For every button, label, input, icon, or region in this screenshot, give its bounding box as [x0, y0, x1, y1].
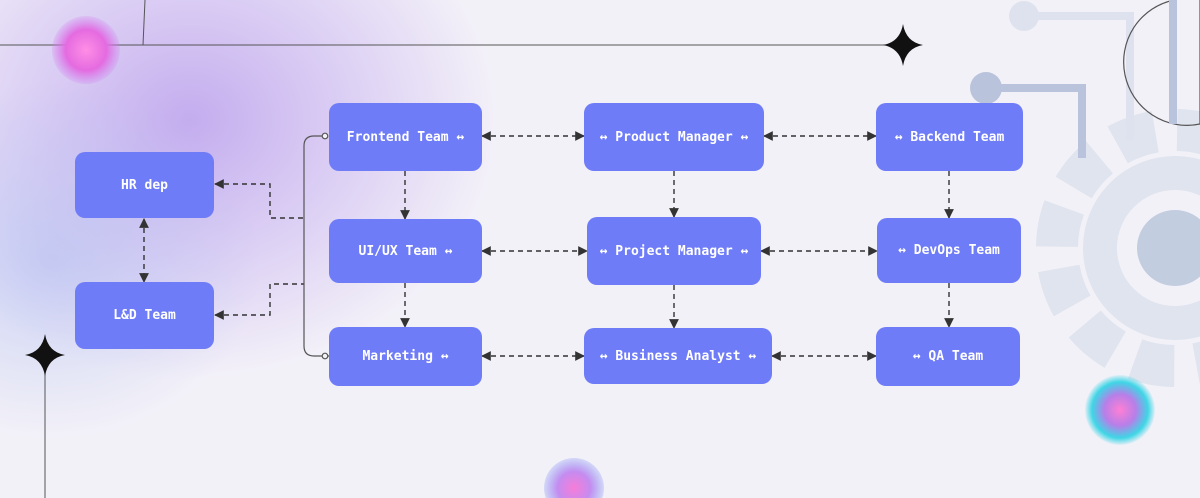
node-hr-dep[interactable]: HR dep	[75, 152, 214, 218]
node-qa-team[interactable]: ↔ QA Team	[876, 327, 1020, 386]
hub-bracket	[303, 132, 329, 360]
gradient-orb	[1085, 375, 1155, 445]
gear-icon	[1036, 109, 1200, 387]
node-ld-team[interactable]: L&D Team	[75, 282, 214, 349]
node-project-manager[interactable]: ↔ Project Manager ↔	[587, 217, 761, 285]
node-uiux-team[interactable]: UI/UX Team ↔	[329, 219, 482, 283]
connector-hr-hub	[214, 179, 304, 219]
node-frontend-team[interactable]: Frontend Team ↔	[329, 103, 482, 171]
pipe-decoration	[970, 0, 1200, 158]
node-marketing[interactable]: Marketing ↔	[329, 327, 482, 386]
node-devops-team[interactable]: ↔ DevOps Team	[877, 218, 1021, 283]
node-business-analyst[interactable]: ↔ Business Analyst ↔	[584, 328, 772, 384]
node-product-manager[interactable]: ↔ Product Manager ↔	[584, 103, 764, 171]
connector-ld-hub	[214, 283, 304, 320]
node-backend-team[interactable]: ↔ Backend Team	[876, 103, 1023, 171]
gradient-orb	[544, 458, 604, 498]
gradient-orb	[52, 16, 120, 84]
top-short-line	[142, 0, 146, 46]
sparkle-icon	[25, 334, 65, 376]
sparkle-icon	[883, 24, 923, 66]
